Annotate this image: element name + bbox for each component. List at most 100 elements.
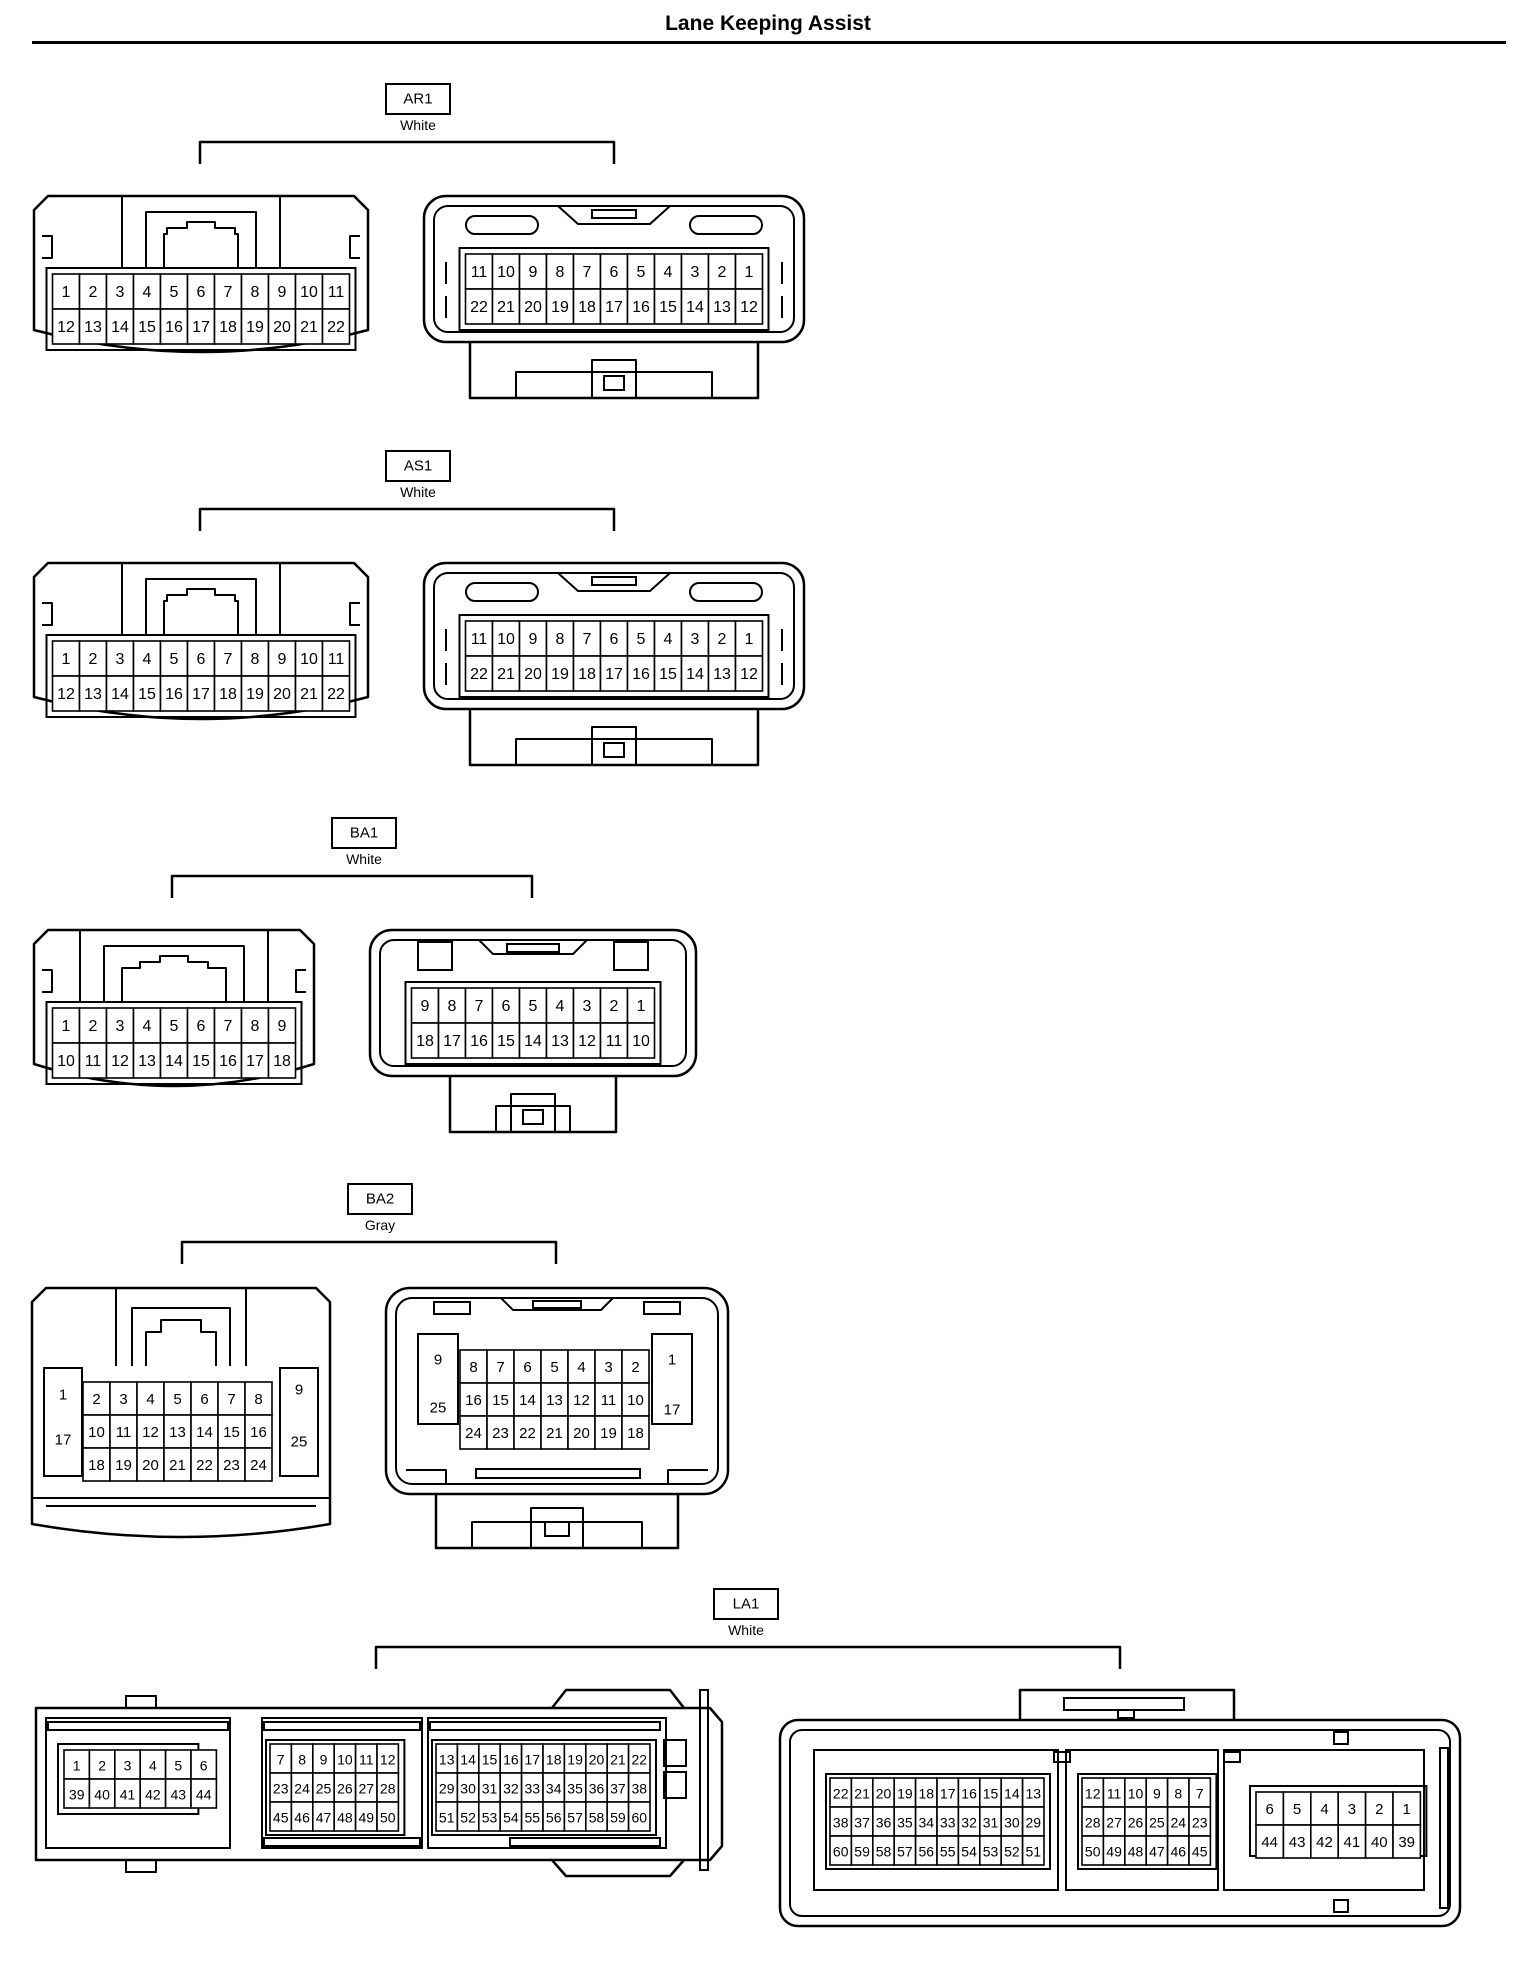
pin-number: 14	[524, 1033, 542, 1050]
pin-cell	[410, 1022, 440, 1059]
female-side-notch	[42, 235, 53, 259]
pin-number: 27	[359, 1781, 375, 1797]
female-latch	[145, 578, 257, 635]
pin-number: 21	[546, 1425, 563, 1442]
male-lock-button	[544, 1521, 570, 1537]
pin-cell	[136, 1447, 165, 1482]
pin-cell	[734, 288, 764, 325]
pin-cell	[213, 1007, 243, 1044]
pin-number: 53	[482, 1810, 498, 1826]
pin-number: 31	[983, 1815, 999, 1831]
pin-number: 15	[138, 319, 156, 336]
pin-cell	[267, 1042, 297, 1079]
pin-number: 3	[116, 284, 125, 301]
pin-number: 19	[246, 319, 264, 336]
pin-number: 33	[525, 1781, 541, 1797]
female-latch-tab	[121, 955, 227, 1002]
pin-number: 10	[627, 1392, 644, 1409]
pin-number: 18	[627, 1425, 644, 1442]
pin-number: 11	[85, 1053, 102, 1070]
pin-number: 5	[170, 284, 179, 301]
connector-id: LA1	[733, 1596, 760, 1613]
pin-number: 47	[316, 1810, 332, 1826]
pin-cell	[599, 288, 629, 325]
pin-number: 8	[448, 998, 457, 1015]
pin-number: 5	[174, 1758, 182, 1774]
female-block	[261, 1717, 423, 1849]
pin-number: 5	[170, 1018, 179, 1035]
female-cavity	[45, 267, 357, 351]
female-block	[45, 1717, 231, 1849]
pin-number: 6	[502, 998, 511, 1015]
female-cavity	[45, 1001, 303, 1085]
pin-cell	[63, 1749, 91, 1780]
pin-number: 17	[525, 1752, 541, 1768]
pin-cell	[627, 1801, 651, 1832]
pin-number: 22	[632, 1752, 648, 1768]
pin-number: 12	[111, 1053, 129, 1070]
pin-cell	[518, 1022, 548, 1059]
connector-id-box	[331, 817, 397, 849]
pin-number: 8	[298, 1752, 306, 1768]
pin-number: 56	[546, 1810, 562, 1826]
male-tab	[1333, 1731, 1349, 1745]
pin-number: 15	[497, 1033, 515, 1050]
pin-number: 37	[854, 1815, 870, 1831]
pin-number: 36	[589, 1781, 605, 1797]
pin-number: 1	[745, 264, 754, 281]
pin-number: 19	[246, 686, 264, 703]
pin-cell	[139, 1778, 167, 1809]
pin-number: 14	[111, 319, 129, 336]
pin-cell	[486, 1382, 515, 1417]
pin-number: 9	[320, 1752, 328, 1768]
pin-number: 1	[73, 1758, 81, 1774]
male-key-rib	[532, 1300, 582, 1309]
pin-number: 1	[637, 998, 646, 1015]
pin-number: 12	[740, 299, 758, 316]
pin-number: 10	[300, 284, 318, 301]
pin-number: 12	[380, 1752, 396, 1768]
pin-number: 11	[328, 284, 345, 301]
pin-number: 18	[219, 319, 237, 336]
male-housing	[778, 1718, 1462, 1928]
pin-number: 8	[1174, 1786, 1182, 1802]
pin-cell	[78, 308, 108, 345]
pin-cell	[164, 1749, 192, 1780]
male-housing-inner	[433, 205, 795, 333]
pin-number: 28	[1085, 1815, 1101, 1831]
pin-cell	[105, 640, 135, 677]
pin-cell	[321, 640, 351, 677]
pin-number: 9	[278, 1018, 287, 1035]
pin-number: 5	[550, 1359, 558, 1376]
pin-number: 12	[142, 1424, 159, 1441]
pin-number: 56	[919, 1844, 935, 1860]
pin-number: 43	[171, 1787, 187, 1803]
pin-number: 46	[1171, 1844, 1187, 1860]
pin-number: 25	[1149, 1815, 1165, 1831]
pin-number: 20	[142, 1457, 159, 1474]
connector-id-box	[713, 1588, 779, 1620]
male-key-rib	[591, 209, 637, 219]
pin-cell	[213, 640, 243, 677]
pin-number: 60	[833, 1844, 849, 1860]
pin-cell	[545, 253, 575, 290]
pin-number: 17	[605, 666, 623, 683]
pin-number: 1	[1403, 1801, 1411, 1818]
pin-number: 14	[165, 1053, 183, 1070]
pin-cell	[1364, 1824, 1394, 1859]
pin-number: 12	[573, 1392, 590, 1409]
pin-number: 16	[219, 1053, 237, 1070]
pin-number: 4	[143, 651, 152, 668]
pin-number: 2	[89, 651, 98, 668]
pin-number: 4	[146, 1391, 154, 1408]
pin-number: 40	[94, 1787, 110, 1803]
pin-number: 45	[1192, 1844, 1208, 1860]
pin-number: 7	[227, 1391, 235, 1408]
connector-color: White	[400, 117, 436, 133]
pin-number: 23	[223, 1457, 240, 1474]
pin-number: 53	[983, 1844, 999, 1860]
male-guide-block	[643, 1301, 681, 1315]
pin-cell	[567, 1415, 596, 1450]
pin-number: 24	[1171, 1815, 1187, 1831]
